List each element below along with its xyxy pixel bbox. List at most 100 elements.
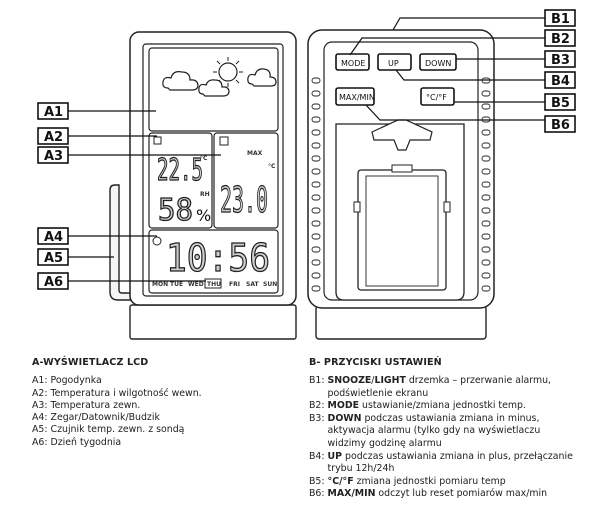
callout-b5: B5 — [454, 93, 576, 111]
alarm-bell-icon — [152, 236, 162, 246]
legend-lcd-title: A-WYŚWIETLACZ LCD — [32, 357, 149, 368]
vent-slot — [311, 220, 321, 227]
back-view: MODE UP DOWN MAX/MIN °C/°F — [307, 29, 495, 340]
svg-text:A6: A6 — [44, 275, 63, 290]
vent-slot — [311, 272, 321, 279]
legend-buttons-item: B5: °C/°F zmiana jednostki pomiaru temp — [309, 475, 506, 487]
svg-text:B1: B1 — [551, 12, 570, 27]
weekday-row: MON TUE WED THU FRI SAT SUN — [152, 278, 277, 289]
svg-text:UP: UP — [388, 59, 399, 68]
unit-button[interactable]: °C/°F — [420, 87, 455, 106]
svg-text:°C/°F: °C/°F — [426, 93, 447, 102]
legend-buttons-item: B1: SNOOZE/LIGHT drzemka – przerwanie al… — [309, 375, 552, 399]
legend-buttons-item: B4: UP podczas ustawiania zmiana in plus… — [309, 450, 573, 474]
vent-slot — [481, 272, 491, 279]
back-base — [315, 305, 487, 340]
maxmin-button[interactable]: MAX/MIN — [335, 87, 375, 106]
legend-lcd-item: A5: Czujnik temp. zewn. z sondą — [32, 424, 185, 436]
clock-panel — [148, 229, 279, 294]
callout-a3: A3 — [37, 146, 221, 164]
svg-text:DOWN: DOWN — [425, 59, 451, 68]
vent-slot — [481, 259, 491, 266]
vent-slot — [481, 207, 491, 214]
callout-a1: A1 — [37, 102, 156, 120]
day-tue: TUE — [170, 281, 183, 288]
callout-b3: B3 — [456, 50, 576, 68]
vent-slot — [481, 233, 491, 240]
vent-slot — [311, 129, 321, 136]
humidity-unit: % — [196, 206, 211, 225]
day-fri: FRI — [229, 281, 240, 288]
vent-slot — [311, 77, 321, 84]
callout-b4: B4 — [395, 69, 576, 89]
vent-slot — [311, 142, 321, 149]
vent-slot — [311, 168, 321, 175]
vent-slot — [311, 246, 321, 253]
clock-time: 10:56 — [166, 236, 270, 280]
home-icon — [153, 136, 162, 145]
legend-lcd-item: A2: Temperatura i wilgotność wewn. — [32, 387, 202, 399]
vent-slot — [311, 90, 321, 97]
legend-lcd: A-WYŚWIETLACZ LCD A1: Pogodynka A2: Temp… — [32, 357, 272, 449]
outdoor-temp-unit: °C — [268, 163, 276, 170]
vent-slot — [311, 116, 321, 123]
front-callouts: A1 A2 A3 A4 A5 A6 — [37, 102, 221, 290]
day-mon: MON — [152, 281, 168, 288]
legend-lcd-item: A3: Temperatura zewn. — [32, 399, 141, 411]
mode-button[interactable]: MODE — [335, 53, 370, 71]
svg-text:A1: A1 — [44, 105, 63, 120]
callout-a2: A2 — [37, 127, 157, 145]
svg-text:B2: B2 — [551, 32, 570, 47]
svg-text:A3: A3 — [44, 149, 63, 164]
battery-cover-inner — [365, 175, 439, 287]
svg-text:A2: A2 — [44, 130, 63, 145]
day-sun: SUN — [263, 281, 277, 288]
front-view: 22.5 °C RH 58 % MAX 23.0 °C 10:56 MON TU… — [109, 31, 297, 340]
callout-a6: A6 — [37, 272, 206, 290]
day-thu: THU — [207, 281, 221, 288]
up-button[interactable]: UP — [377, 53, 412, 71]
outdoor-panel — [213, 132, 279, 229]
battery-latch-left — [353, 201, 361, 213]
humidity-label: RH — [200, 191, 210, 198]
vent-slot — [481, 194, 491, 201]
back-callouts: B1 B2 B3 B4 B5 B6 — [349, 9, 576, 133]
legend-buttons-title: B- PRZYCISKI USTAWIEŃ — [309, 357, 442, 368]
down-button[interactable]: DOWN — [419, 53, 457, 71]
front-base — [129, 304, 297, 340]
battery-cover-tab — [391, 164, 413, 173]
svg-text:A4: A4 — [44, 230, 63, 245]
callout-b6: B6 — [365, 104, 576, 133]
vent-slot — [311, 194, 321, 201]
vent-slot — [481, 90, 491, 97]
legend-buttons: B- PRZYCISKI USTAWIEŃ B1: SNOOZE/LIGHT d… — [309, 357, 577, 501]
vent-slot — [311, 103, 321, 110]
active-day-marker — [204, 278, 222, 289]
vent-slot — [311, 285, 321, 292]
weather-icon — [162, 57, 277, 97]
legend-buttons-item: B2: MODE ustawianie/zmiana jednostki tem… — [309, 400, 526, 412]
max-label: MAX — [247, 150, 263, 157]
legend-buttons-item: B6: MAX/MIN odczyt lub reset pomiarów ma… — [309, 488, 548, 500]
vent-slot — [481, 220, 491, 227]
svg-text:B3: B3 — [551, 53, 570, 68]
vent-slot — [311, 259, 321, 266]
legend-lcd-item: A4: Zegar/Datownik/Budzik — [32, 412, 160, 424]
day-wed: WED — [188, 281, 204, 288]
callout-b1: B1 — [392, 9, 576, 31]
vent-slot — [311, 181, 321, 188]
svg-text:B4: B4 — [551, 74, 570, 89]
vent-slots — [311, 77, 491, 292]
vent-slot — [481, 142, 491, 149]
svg-text:MAX/MIN: MAX/MIN — [339, 93, 375, 102]
indoor-temp-unit: °C — [200, 155, 208, 162]
vent-slot — [481, 181, 491, 188]
vent-slot — [311, 207, 321, 214]
product-diagram: 22.5 °C RH 58 % MAX 23.0 °C 10:56 MON TU… — [37, 9, 576, 340]
vent-slot — [481, 246, 491, 253]
callout-a4: A4 — [37, 227, 157, 245]
svg-text:B6: B6 — [551, 118, 570, 133]
vent-slot — [481, 129, 491, 136]
vent-slot — [481, 285, 491, 292]
day-sat: SAT — [246, 281, 259, 288]
